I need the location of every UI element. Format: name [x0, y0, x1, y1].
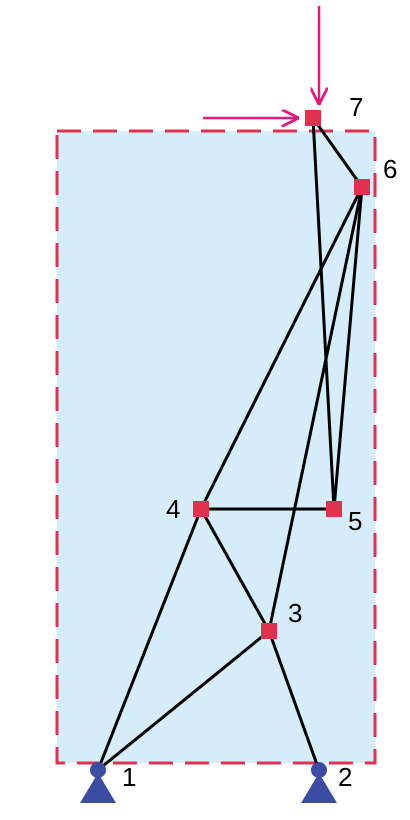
node-label-7: 7	[349, 92, 363, 122]
member-3-4	[199, 507, 271, 633]
joint-4	[193, 501, 209, 517]
joint-3	[261, 623, 277, 639]
labels-layer: 1 2 3 4 5 6 7	[122, 92, 397, 792]
members-layer	[96, 116, 364, 772]
support-triangle-1	[80, 773, 116, 803]
support-pin-1	[90, 762, 106, 778]
member-1-3	[96, 629, 271, 772]
joints-layer	[193, 110, 370, 639]
node-label-3: 3	[288, 598, 302, 628]
loads-layer	[203, 6, 319, 118]
supports-layer	[80, 762, 337, 803]
joint-7	[305, 110, 321, 126]
design-domain	[55, 129, 377, 765]
joint-5	[326, 501, 342, 517]
member-6-7	[311, 116, 364, 189]
node-label-2: 2	[338, 762, 352, 792]
node-label-6: 6	[383, 154, 397, 184]
member-5-7	[311, 116, 336, 511]
member-3-6	[267, 185, 364, 633]
member-2-3	[267, 629, 321, 772]
node-label-5: 5	[348, 506, 362, 536]
joint-6	[354, 179, 370, 195]
node-label-4: 4	[166, 494, 180, 524]
node-label-1: 1	[122, 762, 136, 792]
member-5-6	[332, 185, 364, 511]
member-1-4	[96, 507, 203, 772]
support-triangle-2	[301, 773, 337, 803]
support-pin-2	[311, 762, 327, 778]
member-4-6	[199, 185, 364, 511]
